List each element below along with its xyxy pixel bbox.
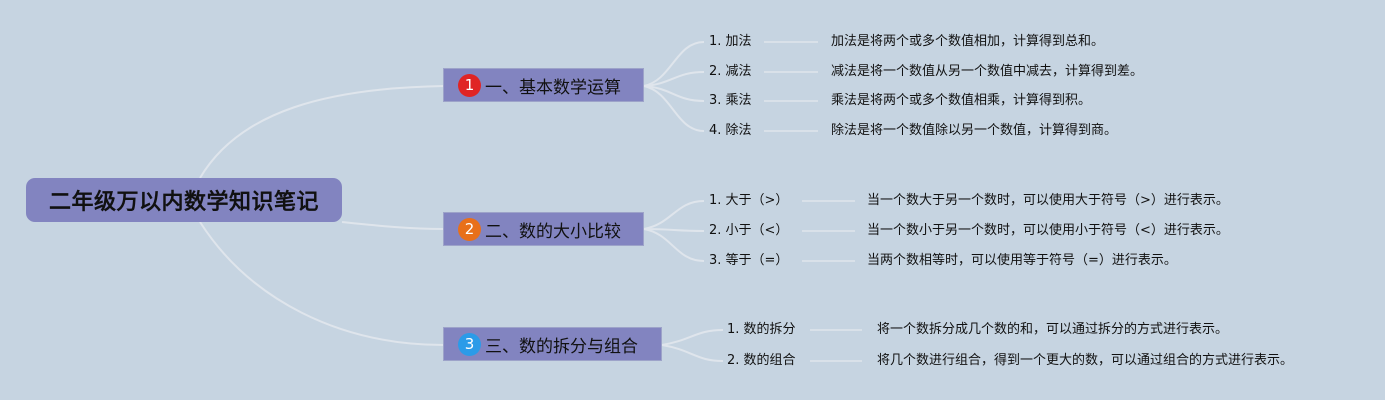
branch-number-comparison[interactable]: 2 二、数的大小比较 (443, 212, 644, 246)
desc-subtraction: 减法是将一个数值从另一个数值中减去，计算得到差。 (831, 64, 1144, 79)
branch-label: 三、数的拆分与组合 (485, 336, 638, 357)
number-badge-1: 1 (458, 73, 481, 97)
number-badge-2: 2 (458, 217, 481, 241)
root-node[interactable]: 二年级万以内数学知识笔记 (26, 178, 342, 222)
leaf-equal-to[interactable]: 3. 等于（=） (709, 253, 789, 268)
leaf-greater-than[interactable]: 1. 大于（>） (709, 193, 789, 208)
desc-number-combine: 将几个数进行组合，得到一个更大的数，可以通过组合的方式进行表示。 (877, 353, 1294, 368)
leaf-number-split[interactable]: 1. 数的拆分 (727, 322, 796, 337)
number-badge-3: 3 (458, 332, 481, 356)
root-title: 二年级万以内数学知识笔记 (48, 190, 319, 215)
desc-addition: 加法是将两个或多个数值相加，计算得到总和。 (831, 34, 1105, 49)
desc-multiplication: 乘法是将两个或多个数值相乘，计算得到积。 (831, 93, 1092, 108)
leaf-number-combine[interactable]: 2. 数的组合 (727, 353, 796, 368)
desc-less-than: 当一个数小于另一个数时，可以使用小于符号（<）进行表示。 (867, 223, 1229, 238)
leaf-less-than[interactable]: 2. 小于（<） (709, 223, 789, 238)
desc-number-split: 将一个数拆分成几个数的和，可以通过拆分的方式进行表示。 (877, 322, 1229, 337)
leaf-addition[interactable]: 1. 加法 (709, 34, 752, 49)
leaf-division[interactable]: 4. 除法 (709, 123, 752, 138)
branch-label: 一、基本数学运算 (485, 77, 621, 98)
branch-basic-operations[interactable]: 1 一、基本数学运算 (443, 68, 644, 102)
desc-division: 除法是将一个数值除以另一个数值，计算得到商。 (831, 123, 1118, 138)
branch-label: 二、数的大小比较 (485, 221, 621, 242)
leaf-subtraction[interactable]: 2. 减法 (709, 64, 752, 79)
branch-split-and-combine[interactable]: 3 三、数的拆分与组合 (443, 327, 662, 361)
desc-equal-to: 当两个数相等时，可以使用等于符号（=）进行表示。 (867, 253, 1177, 268)
desc-greater-than: 当一个数大于另一个数时，可以使用大于符号（>）进行表示。 (867, 193, 1229, 208)
leaf-multiplication[interactable]: 3. 乘法 (709, 93, 752, 108)
